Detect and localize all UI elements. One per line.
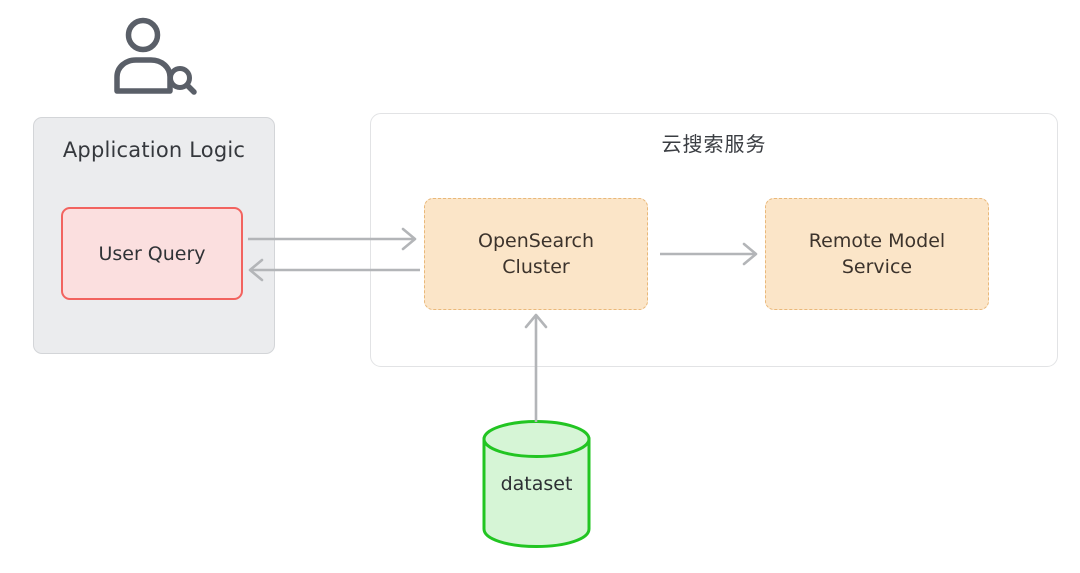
application-logic-title: Application Logic — [62, 138, 246, 162]
user-query-node[interactable]: User Query — [61, 207, 243, 300]
user-query-label: User Query — [98, 242, 206, 265]
remote-model-service-label-line1: Remote Model — [808, 229, 946, 252]
user-search-icon — [110, 14, 202, 96]
cloud-search-service-title: 云搜索服务 — [661, 132, 767, 156]
remote-model-service-node[interactable]: Remote Model Service — [765, 198, 989, 310]
opensearch-cluster-node[interactable]: OpenSearch Cluster — [424, 198, 648, 310]
opensearch-cluster-label-line1: OpenSearch — [477, 229, 595, 252]
opensearch-cluster-label-line2: Cluster — [502, 256, 570, 278]
remote-model-service-label-line2: Service — [841, 256, 913, 278]
dataset-cylinder[interactable] — [481, 419, 592, 549]
